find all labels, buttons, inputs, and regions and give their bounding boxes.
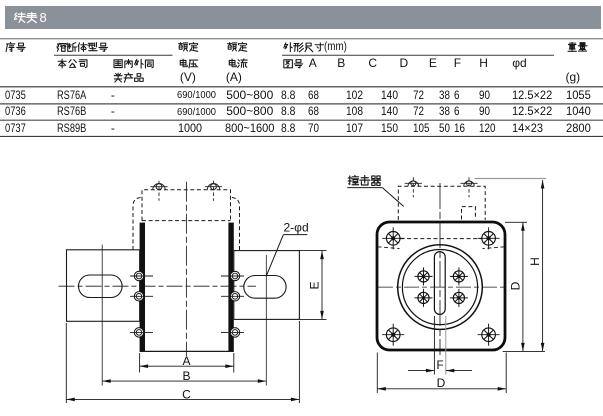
svg-text:A: A xyxy=(182,354,190,368)
svg-text:C: C xyxy=(182,387,191,401)
svg-text:E: E xyxy=(308,281,322,289)
svg-text:B: B xyxy=(182,369,190,383)
svg-text:H: H xyxy=(528,257,542,266)
svg-text:2-φd: 2-φd xyxy=(284,221,309,235)
svg-text:D: D xyxy=(437,376,446,390)
svg-text:D: D xyxy=(509,281,523,290)
svg-text:F: F xyxy=(436,360,443,372)
